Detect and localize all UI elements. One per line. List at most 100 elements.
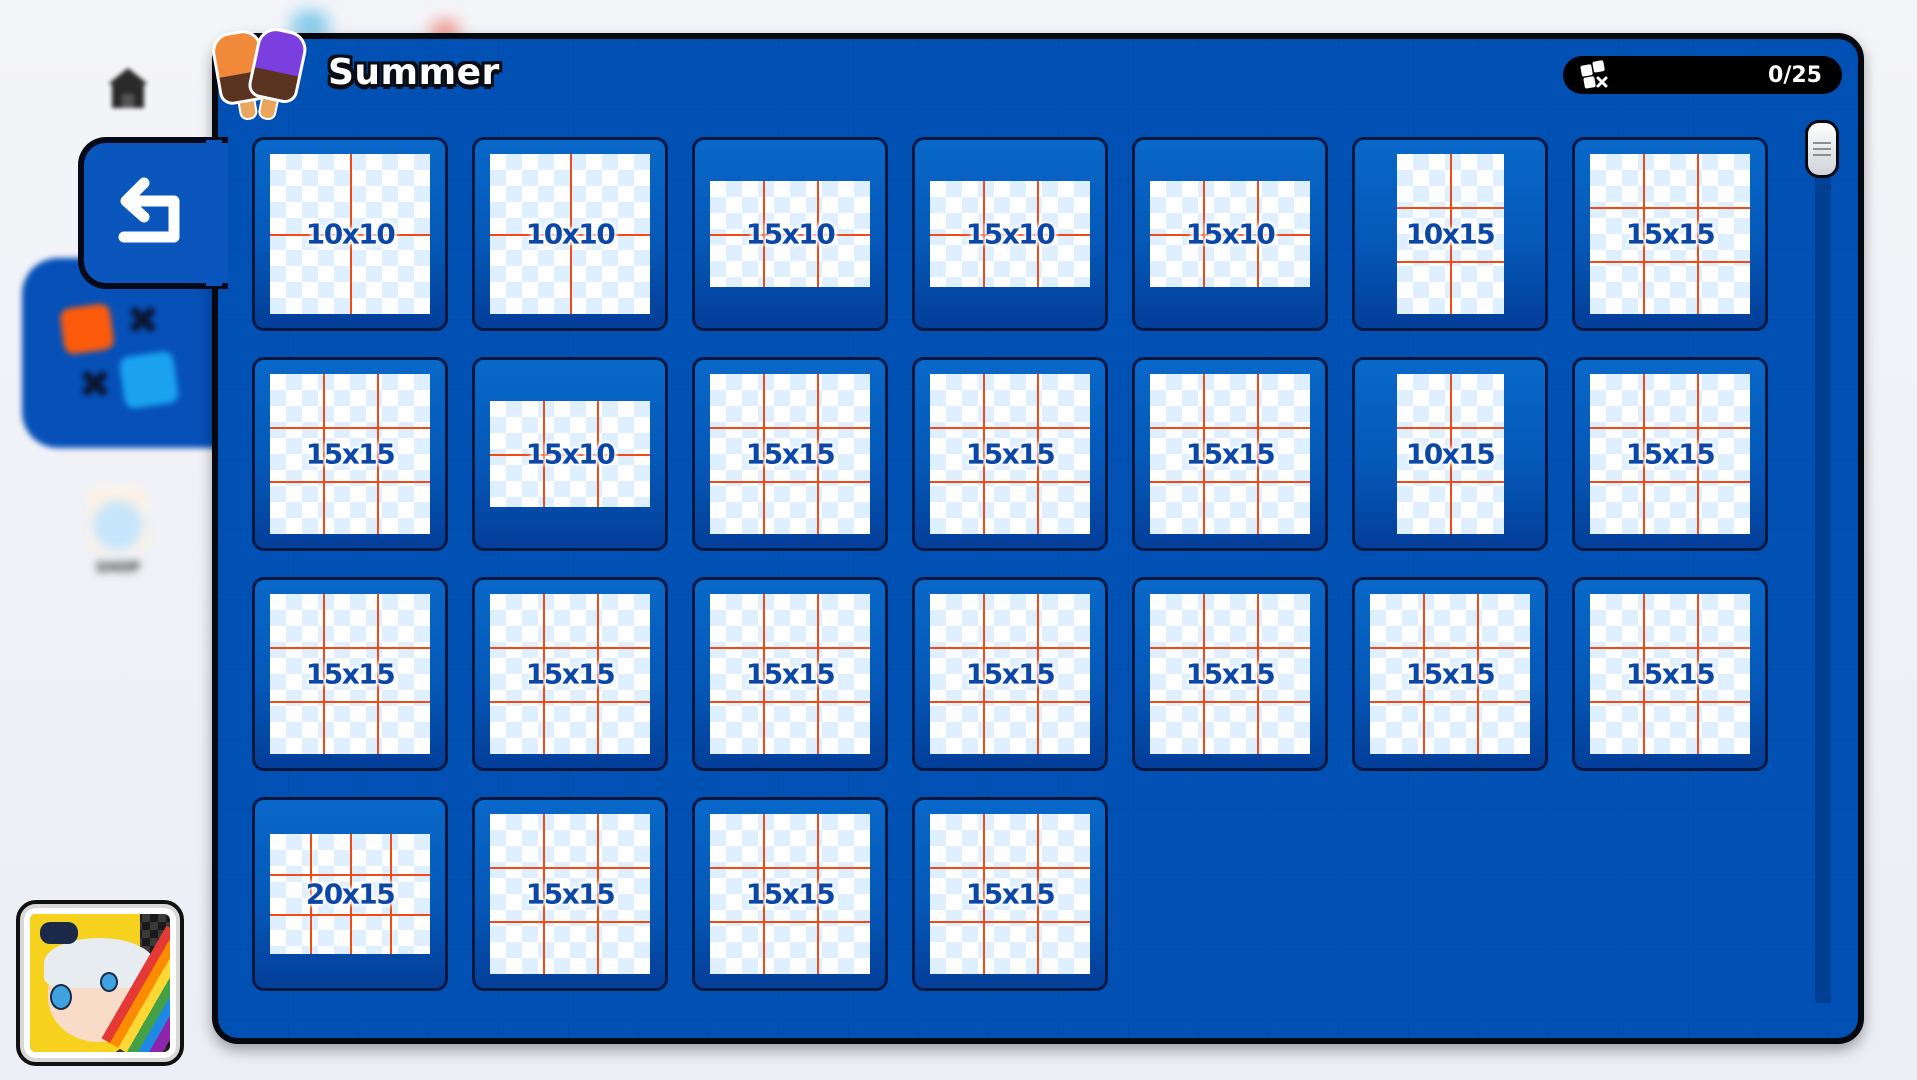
puzzle-thumbnail: 15x15 xyxy=(490,594,650,754)
puzzle-tile[interactable]: 15x10 xyxy=(1132,137,1328,331)
puzzle-tile[interactable]: 15x15 xyxy=(1572,137,1768,331)
grid-divider xyxy=(1450,154,1452,314)
puzzle-tile[interactable]: 15x10 xyxy=(692,137,888,331)
puzzle-tile[interactable]: 15x15 xyxy=(1572,357,1768,551)
counter-value: 0/25 xyxy=(1768,62,1822,88)
back-button[interactable] xyxy=(78,137,228,289)
puzzle-tile[interactable]: 15x10 xyxy=(912,137,1108,331)
puzzle-tile[interactable]: 20x15 xyxy=(252,797,448,991)
puzzle-thumbnail: 15x15 xyxy=(490,814,650,974)
puzzle-thumbnail: 15x15 xyxy=(270,594,430,754)
puzzle-thumbnail: 15x15 xyxy=(1150,374,1310,534)
grid-divider xyxy=(1150,427,1310,430)
grid-divider xyxy=(930,700,1090,703)
grid-divider xyxy=(270,480,430,483)
puzzle-tile[interactable]: 15x15 xyxy=(472,797,668,991)
puzzle-size-label: 15x15 xyxy=(965,877,1056,911)
puzzle-tile[interactable]: 15x15 xyxy=(1352,577,1548,771)
grid-divider xyxy=(1696,374,1699,534)
popsicle-icon xyxy=(210,28,310,122)
grid-divider xyxy=(270,427,430,430)
puzzle-tile[interactable]: 15x15 xyxy=(692,797,888,991)
player-avatar[interactable] xyxy=(16,900,184,1066)
grid-divider xyxy=(710,647,870,650)
grid-divider xyxy=(1396,260,1504,263)
grid-divider xyxy=(323,374,326,534)
puzzle-tile[interactable]: 15x15 xyxy=(1132,357,1328,551)
puzzle-thumbnail: 20x15 xyxy=(270,834,430,954)
grid-divider xyxy=(710,700,870,703)
puzzle-tile[interactable]: 15x15 xyxy=(252,357,448,551)
puzzle-tile[interactable]: 15x15 xyxy=(252,577,448,771)
grid-divider xyxy=(350,834,352,954)
puzzle-size-label: 15x10 xyxy=(745,217,836,251)
grid-divider xyxy=(1256,594,1259,754)
puzzle-size-label: 15x15 xyxy=(1625,657,1716,691)
puzzle-tile[interactable]: 15x15 xyxy=(1132,577,1328,771)
grid-divider xyxy=(1036,594,1039,754)
grid-divider xyxy=(543,594,546,754)
puzzle-tile[interactable]: 10x10 xyxy=(252,137,448,331)
grid-divider xyxy=(1450,374,1452,534)
puzzle-size-label: 15x10 xyxy=(525,437,616,471)
grid-divider xyxy=(1396,207,1504,210)
grid-divider xyxy=(1643,374,1646,534)
grid-divider xyxy=(490,234,650,236)
puzzle-tile[interactable]: 10x15 xyxy=(1352,357,1548,551)
scrollbar-thumb[interactable] xyxy=(1805,120,1839,178)
puzzle-thumbnail: 15x15 xyxy=(1370,594,1530,754)
sidebar-item-shop[interactable]: SHOP xyxy=(78,478,158,588)
grid-divider xyxy=(490,700,650,703)
puzzle-size-label: 15x15 xyxy=(305,437,396,471)
puzzle-thumbnail: 15x15 xyxy=(1590,594,1750,754)
puzzle-size-label: 10x15 xyxy=(1405,437,1496,471)
puzzle-size-label: 15x10 xyxy=(965,217,1056,251)
sidebar-item-home[interactable] xyxy=(104,64,152,112)
grid-divider xyxy=(1476,594,1479,754)
grid-divider xyxy=(710,234,870,236)
grid-divider xyxy=(710,480,870,483)
puzzle-size-label: 15x15 xyxy=(1625,217,1716,251)
grid-divider xyxy=(270,873,430,876)
grid-divider xyxy=(1203,594,1206,754)
puzzle-tile[interactable]: 15x15 xyxy=(472,577,668,771)
puzzle-size-label: 15x15 xyxy=(525,877,616,911)
puzzle-thumbnail: 10x10 xyxy=(270,154,430,314)
category-title: Summer xyxy=(328,52,500,93)
puzzle-tile[interactable]: 15x15 xyxy=(912,797,1108,991)
puzzle-thumbnail: 15x10 xyxy=(710,181,870,287)
grid-divider xyxy=(270,700,430,703)
grid-divider xyxy=(930,920,1090,923)
grid-divider xyxy=(930,867,1090,870)
puzzle-size-label: 15x15 xyxy=(745,877,836,911)
grid-divider xyxy=(1150,234,1310,236)
grid-divider xyxy=(490,454,650,456)
grid-divider xyxy=(323,594,326,754)
grid-divider xyxy=(490,647,650,650)
puzzle-size-label: 15x10 xyxy=(1185,217,1276,251)
grid-divider xyxy=(270,234,430,236)
puzzle-thumbnail: 15x10 xyxy=(930,181,1090,287)
grid-divider xyxy=(930,427,1090,430)
puzzle-tile[interactable]: 15x10 xyxy=(472,357,668,551)
puzzle-tile[interactable]: 15x15 xyxy=(912,357,1108,551)
grid-divider xyxy=(763,594,766,754)
grid-divider xyxy=(983,594,986,754)
puzzle-thumbnail: 15x15 xyxy=(710,814,870,974)
puzzle-tile[interactable]: 15x15 xyxy=(692,577,888,771)
grid-divider xyxy=(1203,374,1206,534)
scrollbar-track[interactable] xyxy=(1815,143,1831,1003)
puzzle-size-label: 15x15 xyxy=(965,437,1056,471)
grid-divider xyxy=(1396,480,1504,483)
grid-divider xyxy=(816,594,819,754)
puzzle-tile[interactable]: 15x15 xyxy=(912,577,1108,771)
puzzle-tile[interactable]: 15x15 xyxy=(1572,577,1768,771)
grid-divider xyxy=(1150,700,1310,703)
puzzle-tile[interactable]: 10x15 xyxy=(1352,137,1548,331)
puzzle-tile[interactable]: 10x10 xyxy=(472,137,668,331)
puzzle-thumbnail: 15x15 xyxy=(270,374,430,534)
grid-divider xyxy=(310,834,312,954)
shop-icon xyxy=(88,486,148,552)
puzzle-tile[interactable]: 15x15 xyxy=(692,357,888,551)
